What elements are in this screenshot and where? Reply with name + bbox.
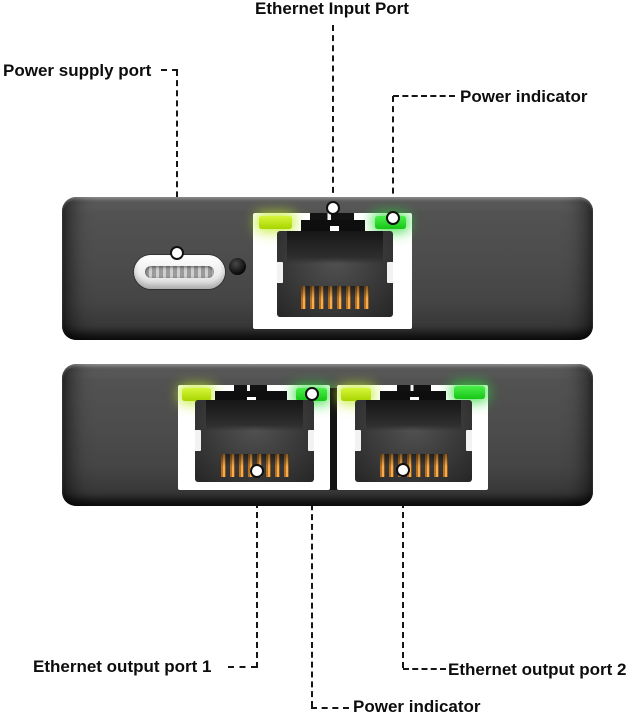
ethernet-input-port [253,213,412,329]
link-led-yellow [259,216,292,229]
usb-c-pin-slot [145,266,214,278]
splitter-top-panel [62,197,593,340]
callout-line-power-supply-v [176,70,178,248]
callout-line-output1-v [256,472,258,668]
label-ethernet-output-port-2: Ethernet output port 2 [448,660,627,679]
label-ethernet-input-port: Ethernet Input Port [255,0,409,18]
link-led-yellow [341,388,371,401]
port-divider [330,388,337,490]
rj45-notch-left [195,429,201,451]
ethernet-output-port-2 [337,385,488,490]
rj45-latch-teeth [397,385,431,394]
callout-dot-icon [386,211,400,225]
callout-line-power-ind-bottom-h [311,707,349,709]
rj45-latch-teeth [310,213,354,222]
rj45-recess [287,231,383,264]
rj45-notch-left [277,261,283,283]
callout-dot-icon [170,246,184,260]
rj45-recess [205,400,304,432]
rj45-pins [379,454,448,477]
rj45-latch [301,220,365,234]
label-power-indicator-top: Power indicator [460,87,588,106]
usb-c-port [134,255,225,289]
callout-line-output2-v [402,472,404,668]
rj45-latch-teeth [234,385,267,394]
rj45-cavity [355,400,472,482]
callout-line-power-ind-top-h [393,95,455,97]
rj45-notch-left [355,429,361,451]
rj45-notch-right [466,429,472,451]
splitter-bottom-panel [62,364,593,506]
callout-dot-icon [396,463,410,477]
callout-line-power-ind-bottom-v [311,396,313,707]
link-led-yellow [182,388,211,401]
callout-dot-icon [250,464,264,478]
callout-dot-icon [305,387,319,401]
callout-line-output1-h [228,666,257,668]
callout-line-output2-h [403,668,446,670]
rj45-notch-right [387,261,393,283]
callout-line-power-supply-h [161,69,178,71]
callout-line-power-ind-top-v [392,96,394,214]
callout-line-input-port [332,25,334,203]
rj45-notch-right [308,429,314,451]
power-led-green [454,386,485,399]
label-power-indicator-bottom: Power indicator [353,697,481,716]
callout-dot-icon [326,201,340,215]
rj45-recess [365,400,462,432]
screw-hole [229,258,246,275]
rj45-cavity [277,231,393,317]
label-ethernet-output-port-1: Ethernet output port 1 [33,657,212,676]
label-power-supply-port: Power supply port [3,61,152,80]
rj45-pins [301,286,369,309]
